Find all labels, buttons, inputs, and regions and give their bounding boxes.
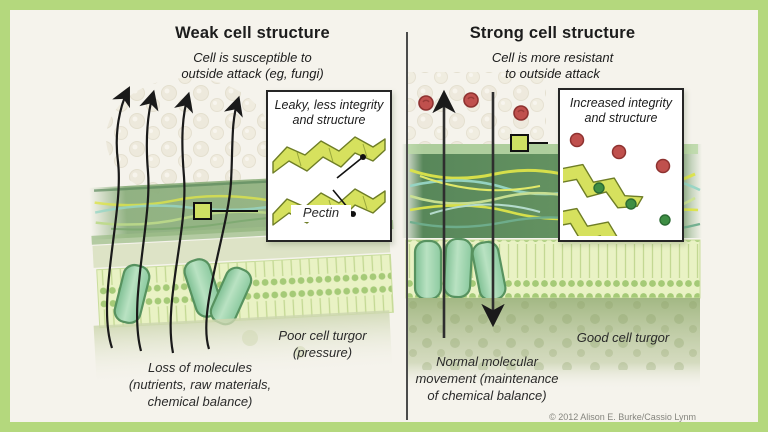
attacker-dot	[513, 105, 529, 121]
transport-arrows	[432, 89, 505, 338]
right-panel-subtitle: Cell is more resistant to outside attack	[491, 50, 614, 82]
loss-of-molecules-label: Loss of molecules (nutrients, raw materi…	[128, 360, 272, 409]
membrane-protein	[413, 239, 443, 301]
left-panel-subtitle: Cell is susceptible to outside attack (e…	[181, 50, 324, 82]
normal-movement-label: Normal molecular movement (maintenance o…	[415, 354, 559, 403]
right-callout-box	[510, 134, 529, 152]
illustration-art	[88, 72, 702, 390]
right-panel-art	[402, 72, 702, 390]
left-callout-box	[193, 202, 212, 220]
attacker-dot	[463, 92, 479, 108]
right-panel-title: Strong cell structure	[469, 24, 636, 42]
left-panel-title: Weak cell structure	[175, 24, 330, 42]
inset-crosslink-dots	[593, 182, 671, 226]
right-inset-box: Increased integrity and structure	[558, 88, 684, 242]
left-cytoplasm	[93, 310, 393, 386]
pectin-label: Pectin	[291, 205, 351, 222]
good-turgor-label: Good cell turgor	[576, 330, 670, 345]
leak-arrows	[105, 86, 243, 354]
poor-turgor-label: Poor cell turgor (pressure)	[278, 328, 367, 360]
attacker-dot	[418, 95, 434, 111]
membrane-protein	[442, 237, 474, 299]
inset-attacker-dots	[569, 132, 671, 174]
pectin-strong-art	[563, 132, 671, 236]
right-inset-title: Increased integrity and structure	[569, 96, 673, 125]
panel-divider	[406, 32, 408, 420]
copyright-text: © 2012 Alison E. Burke/Cassio Lynm	[549, 412, 696, 422]
left-inset-title: Leaky, less integrity and structure	[274, 98, 384, 127]
